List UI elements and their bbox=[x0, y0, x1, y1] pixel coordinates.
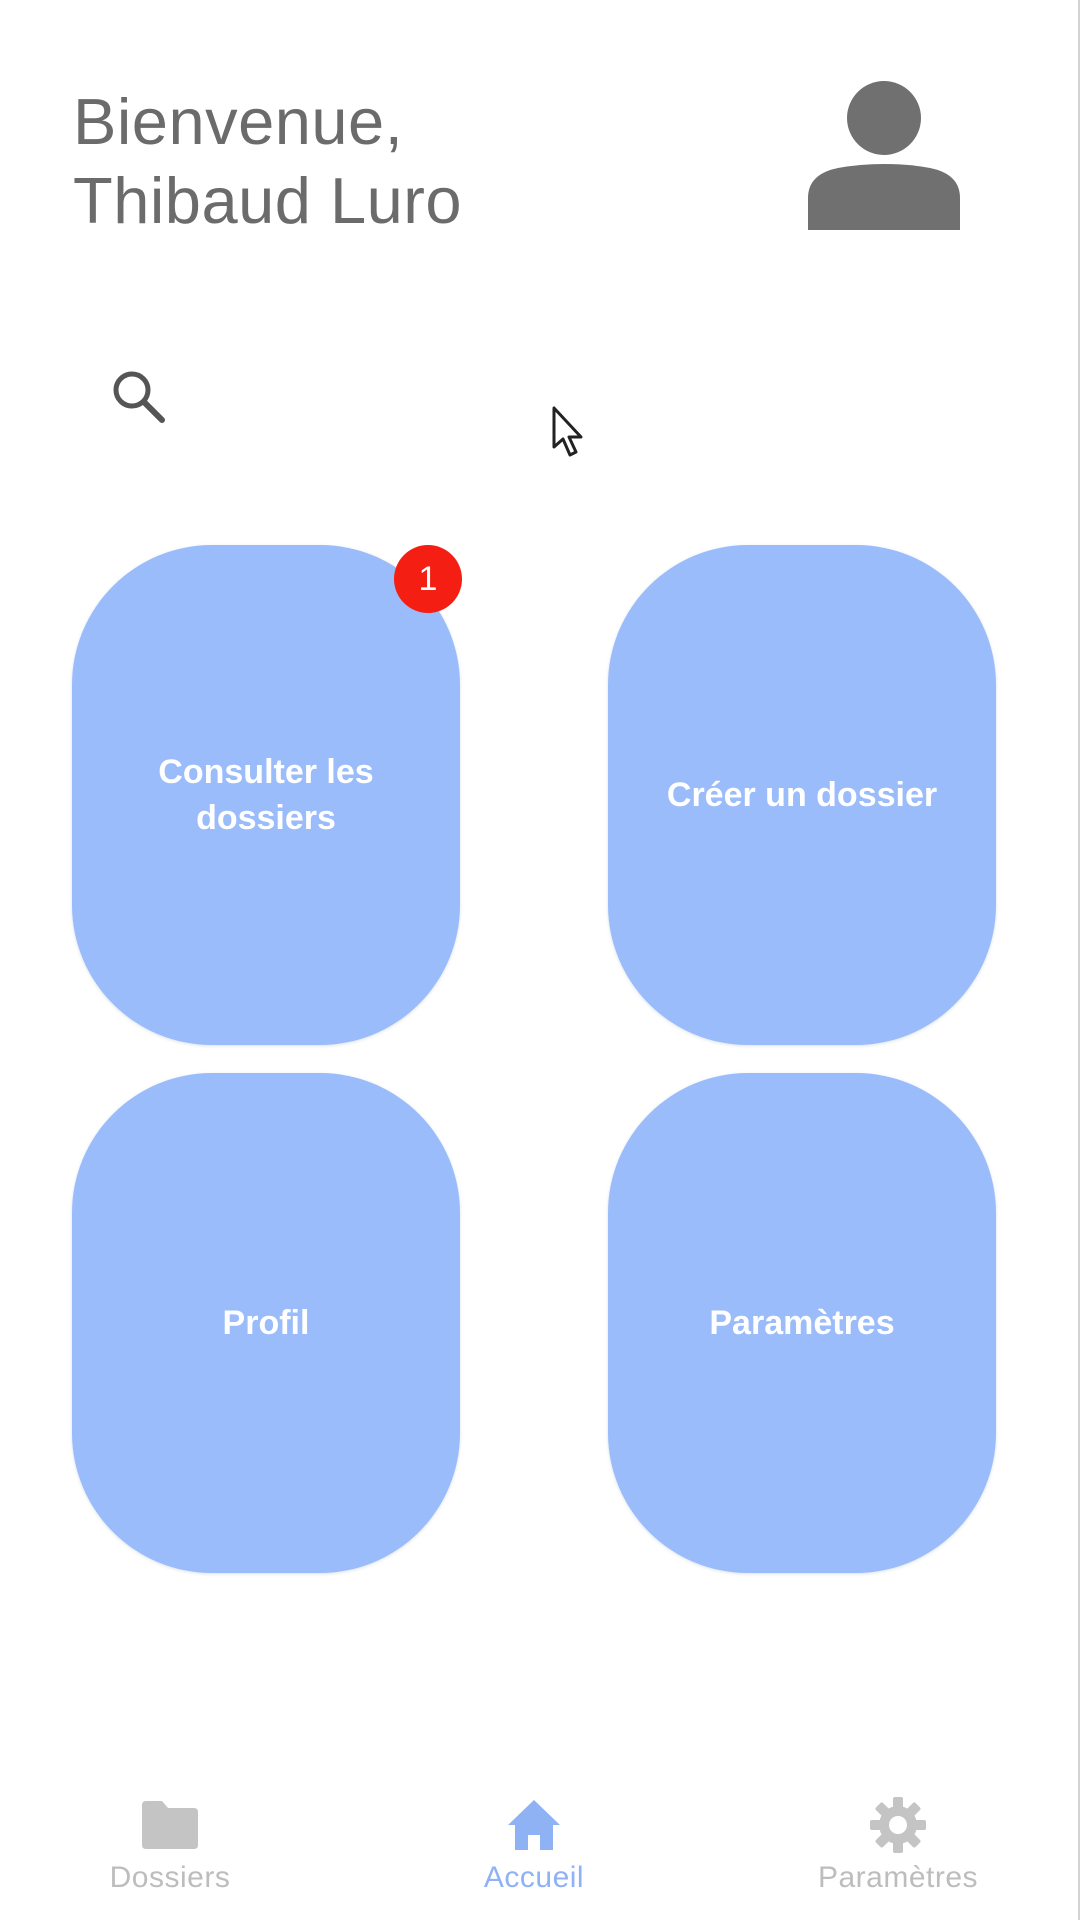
nav-item-dossiers[interactable]: Dossiers bbox=[40, 1765, 300, 1920]
greeting-line-1: Bienvenue, bbox=[73, 85, 404, 158]
greeting-user-name: Thibaud Luro bbox=[73, 164, 463, 237]
settings-label: Paramètres bbox=[709, 1304, 895, 1342]
home-icon bbox=[504, 1795, 564, 1855]
nav-item-accueil[interactable]: Accueil bbox=[404, 1765, 664, 1920]
consult-dossiers-label: Consulter les dossiers bbox=[158, 753, 374, 837]
gear-icon bbox=[868, 1795, 928, 1855]
profile-tile[interactable]: Profil bbox=[72, 1073, 460, 1573]
nav-item-parametres[interactable]: Paramètres bbox=[768, 1765, 1028, 1920]
settings-tile[interactable]: Paramètres bbox=[608, 1073, 996, 1573]
mouse-cursor-icon bbox=[551, 405, 587, 459]
nav-label-dossiers: Dossiers bbox=[109, 1861, 231, 1894]
bottom-navigation: Dossiers Accueil bbox=[0, 1765, 1078, 1920]
welcome-greeting: Bienvenue, Thibaud Luro bbox=[73, 82, 462, 240]
profile-label: Profil bbox=[222, 1304, 310, 1342]
search-icon[interactable] bbox=[110, 368, 166, 424]
person-icon[interactable] bbox=[808, 80, 960, 232]
consult-dossiers-tile[interactable]: Consulter les dossiers bbox=[72, 545, 460, 1045]
folder-icon bbox=[140, 1795, 200, 1855]
nav-label-parametres: Paramètres bbox=[817, 1861, 979, 1894]
create-dossier-tile[interactable]: Créer un dossier bbox=[608, 545, 996, 1045]
notification-badge: 1 bbox=[394, 545, 462, 613]
nav-label-accueil: Accueil bbox=[483, 1861, 585, 1894]
create-dossier-label: Créer un dossier bbox=[666, 776, 938, 814]
